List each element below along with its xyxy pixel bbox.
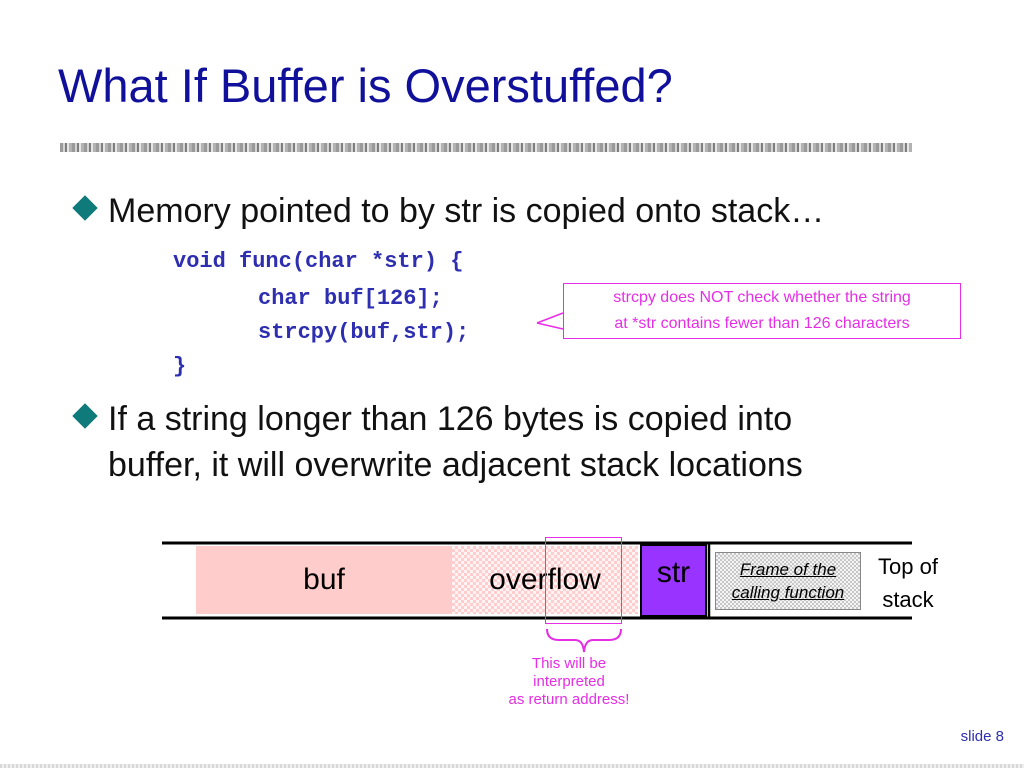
footer-divider (0, 764, 1024, 768)
note-line: This will be (531, 655, 607, 672)
bullet-item-2: If a string longer than 126 bytes is cop… (72, 396, 803, 488)
slide-number: slide 8 (960, 728, 1004, 745)
strcpy-callout: strcpy does NOT check whether the string… (563, 283, 961, 339)
slide-title: What If Buffer is Overstuffed? (58, 59, 673, 112)
bullet-text: Memory pointed to by str is copied onto … (108, 192, 825, 230)
str-region: str (640, 544, 707, 617)
code-line-3: strcpy(buf,str); (258, 320, 470, 345)
bullet-text: buffer, it will overwrite adjacent stack… (108, 446, 803, 484)
bullet-text: If a string longer than 126 bytes is cop… (108, 400, 793, 438)
bullet-item-1: Memory pointed to by str is copied onto … (72, 188, 825, 234)
str-label: str (656, 556, 691, 589)
callout-pointer-line (536, 312, 564, 324)
return-address-brace (546, 628, 622, 653)
note-line: as return address! (508, 691, 630, 708)
top-label-line: stack (882, 587, 934, 612)
buf-label: buf (303, 563, 345, 596)
callout-line: strcpy does NOT check whether the string (613, 289, 911, 306)
callout-pointer-line (536, 322, 564, 330)
note-line: interpreted (533, 673, 605, 690)
frame-label: Frame of the (739, 560, 837, 579)
code-line-4: } (173, 354, 187, 379)
return-address-box (545, 537, 622, 624)
top-label-line: Top of (878, 554, 938, 579)
calling-frame-region: Frame of the calling function (715, 552, 861, 610)
buf-region: buf (196, 546, 452, 614)
code-line-2: char buf[126]; (258, 286, 443, 311)
return-address-note: This will be interpreted as return addre… (490, 655, 648, 709)
top-of-stack-label: Top of stack (866, 550, 950, 616)
title-divider (60, 143, 912, 152)
frame-label: calling function (731, 583, 845, 602)
callout-line: at *str contains fewer than 126 characte… (614, 315, 910, 332)
code-line-1: void func(char *str) { (173, 249, 464, 274)
